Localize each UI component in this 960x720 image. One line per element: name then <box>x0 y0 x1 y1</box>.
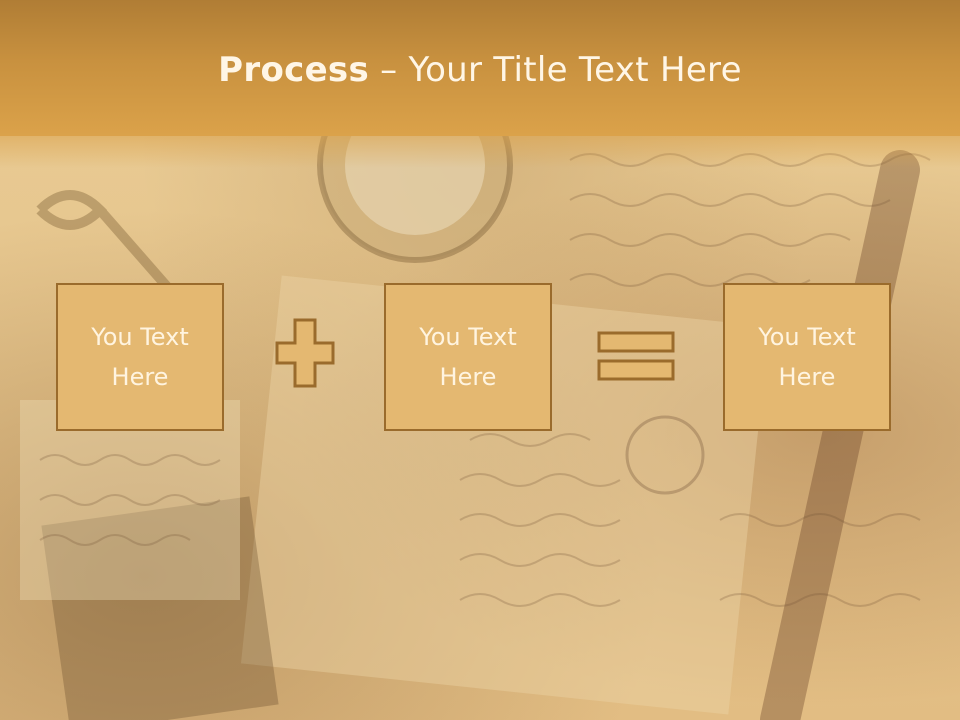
key-icon <box>36 190 174 294</box>
letter-shape <box>20 400 240 600</box>
slide-title[interactable]: Process – Your Title Text Here <box>0 50 960 90</box>
process-box-1[interactable]: You Text Here <box>56 283 224 431</box>
quill-icon <box>760 150 920 720</box>
process-box-2[interactable]: You Text Here <box>384 283 552 431</box>
process-box-3-text: You Text Here <box>758 323 856 391</box>
process-box-2-text: You Text Here <box>419 323 517 391</box>
title-bold-part: Process <box>218 50 370 90</box>
equals-icon <box>597 331 675 381</box>
photo-shape <box>41 496 279 720</box>
title-rest-part: – Your Title Text Here <box>369 50 742 90</box>
title-bar <box>0 0 960 136</box>
title-bar-fade <box>0 136 960 168</box>
postmark-stamp-icon <box>625 415 705 495</box>
process-box-3[interactable]: You Text Here <box>723 283 891 431</box>
postcard-shape <box>240 275 770 715</box>
plus-icon <box>275 318 335 388</box>
process-box-1-text: You Text Here <box>91 323 189 391</box>
